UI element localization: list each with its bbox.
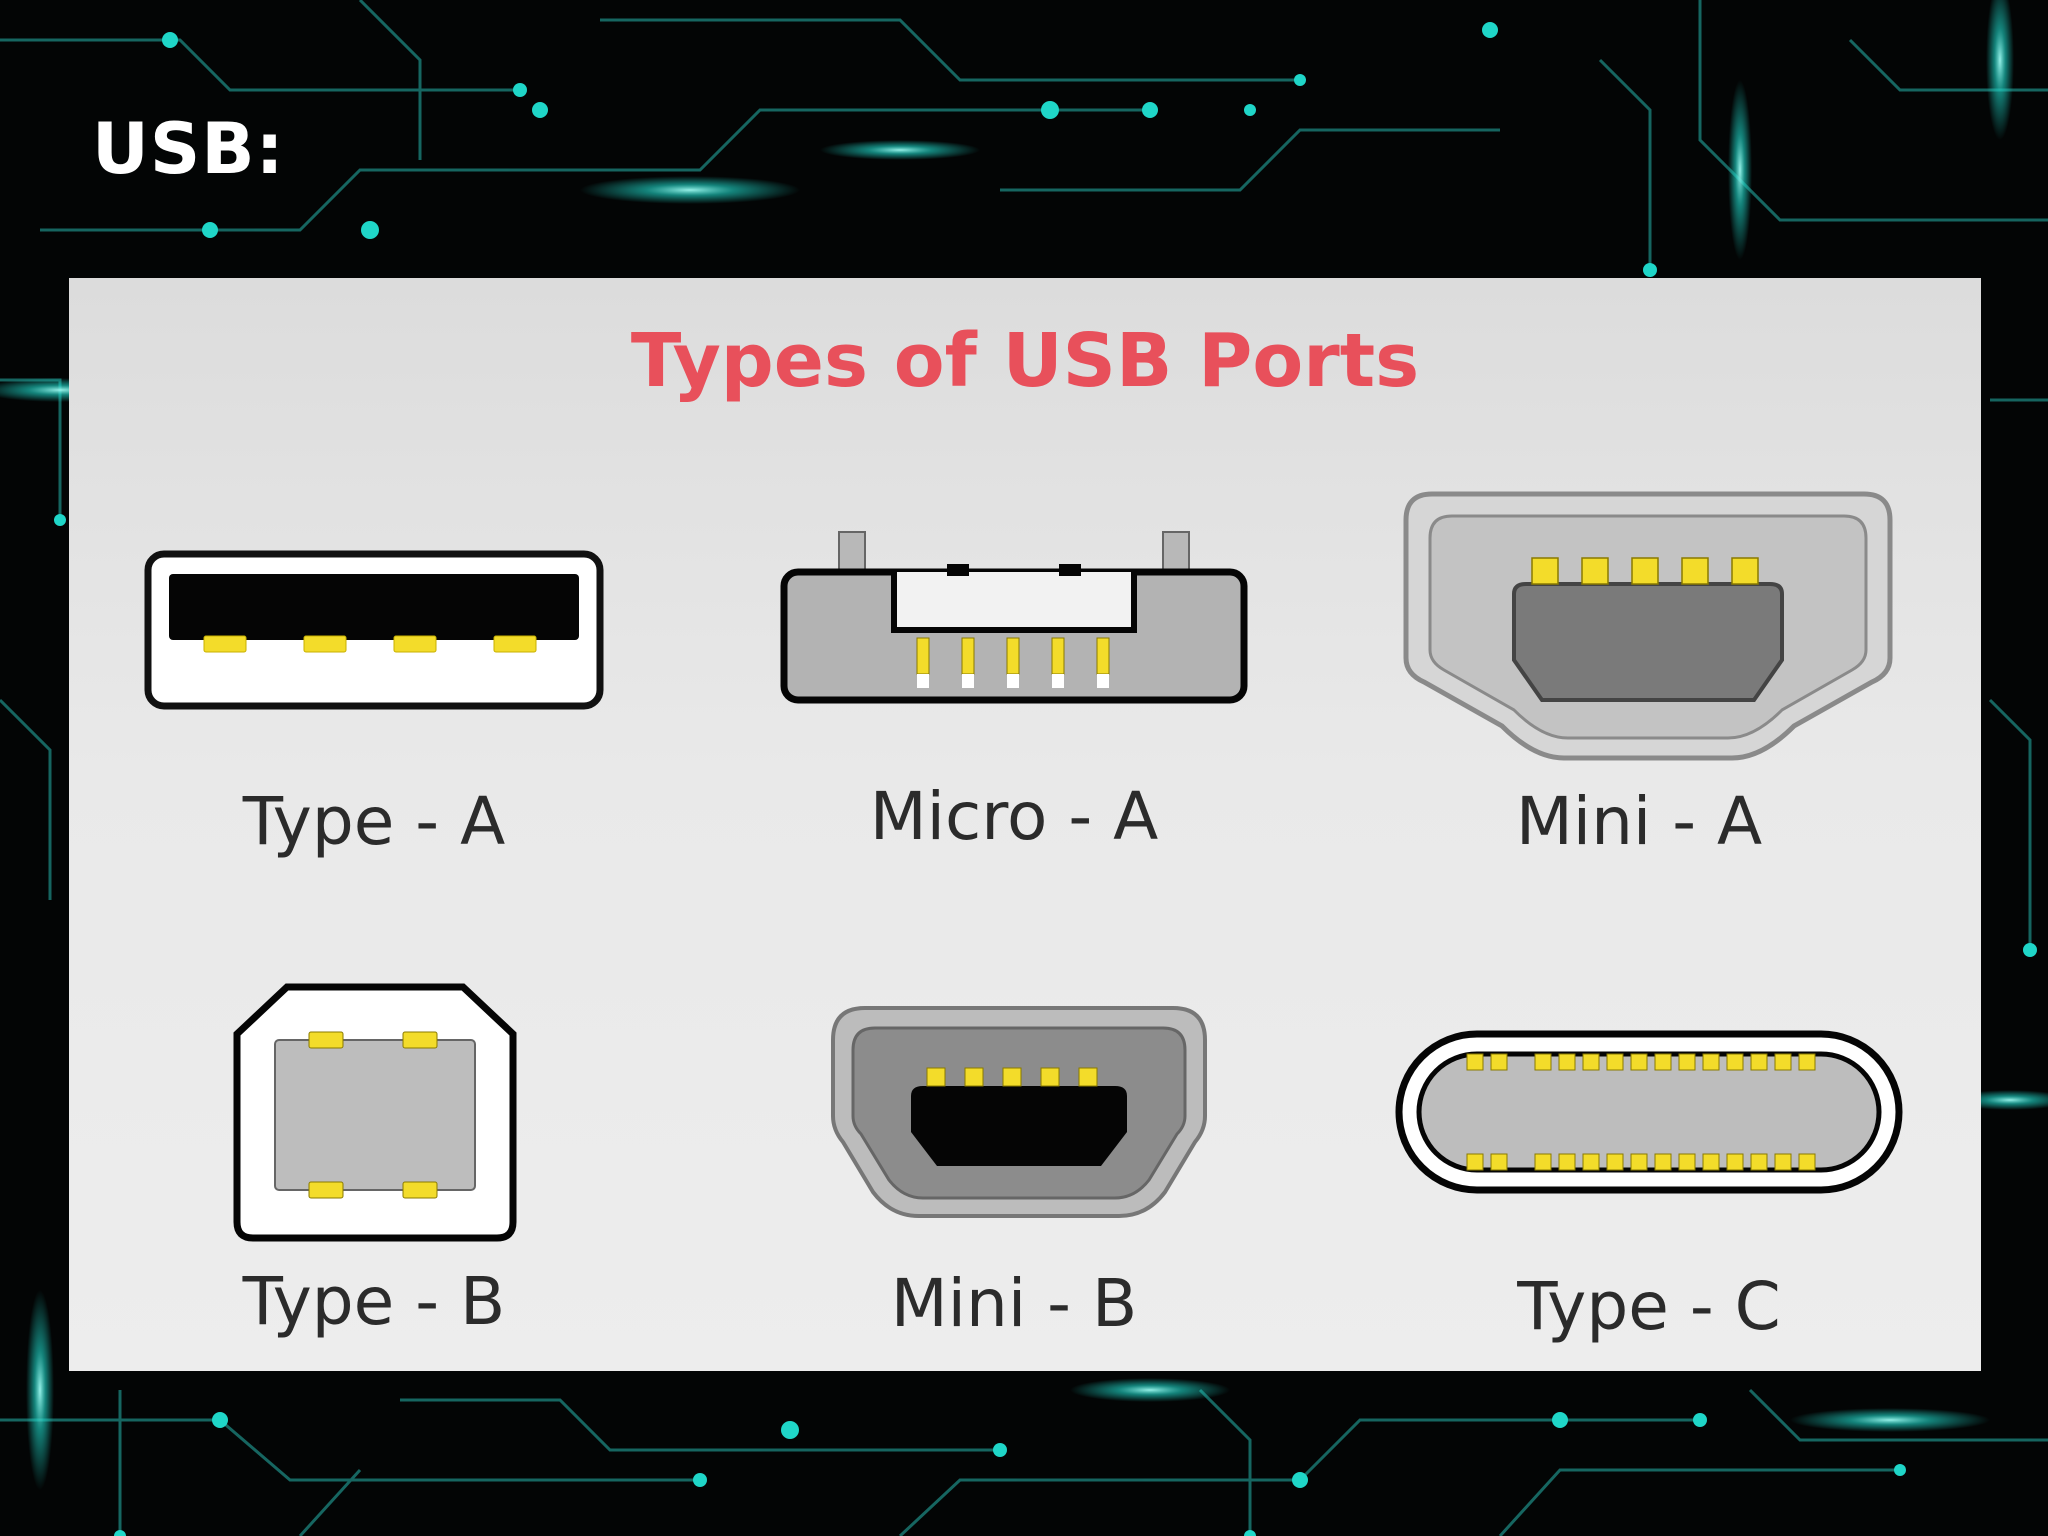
- usb-type-c-port-icon: [1395, 1030, 1903, 1194]
- usb-type-a-port-icon: [144, 550, 604, 710]
- slide-title: USB:: [92, 108, 285, 190]
- port-label-type-a: Type - A: [242, 783, 506, 860]
- panel-title: Types of USB Ports: [630, 318, 1420, 404]
- port-label-mini-a: Mini - A: [1515, 783, 1763, 860]
- port-label-type-c: Type - C: [1517, 1268, 1781, 1345]
- usb-type-b-port-icon: [233, 983, 517, 1242]
- port-label-mini-b: Mini - B: [890, 1265, 1138, 1342]
- usb-ports-panel: Types of USB Ports Type - A: [69, 278, 1981, 1371]
- port-label-micro-a: Micro - A: [869, 778, 1159, 855]
- usb-micro-a-port-icon: [780, 531, 1248, 704]
- usb-mini-a-port-icon: [1403, 491, 1893, 761]
- port-label-type-b: Type - B: [242, 1263, 506, 1340]
- usb-mini-b-port-icon: [831, 1006, 1207, 1218]
